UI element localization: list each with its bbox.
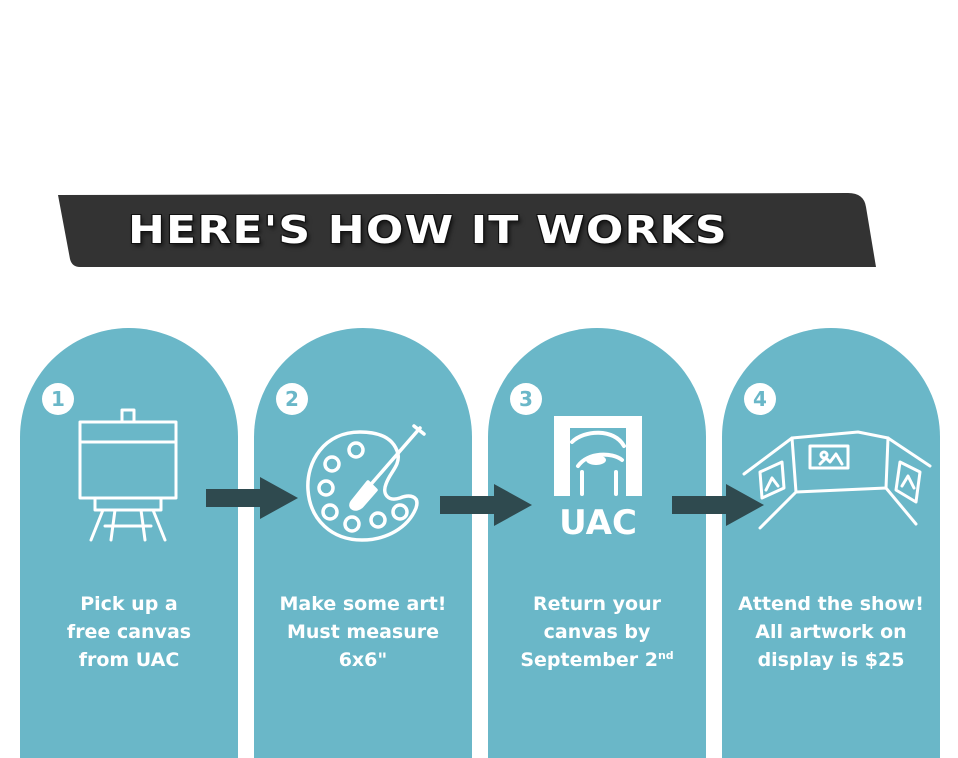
step-caption-1: Pick up a free canvas from UAC (20, 590, 238, 674)
arrow-right-icon (206, 477, 298, 519)
easel-canvas-icon (78, 408, 178, 542)
uac-logo-text: UAC (559, 503, 637, 538)
caption-line: Attend the show! (738, 593, 924, 615)
caption-line: Must measure (286, 621, 440, 643)
caption-line: Pick up a (80, 593, 178, 615)
ordinal-suffix: nd (657, 649, 674, 662)
caption-line: free canvas (66, 621, 192, 643)
caption-line: Return your (533, 593, 661, 615)
banner-title: HERE'S HOW IT WORKS (128, 208, 728, 252)
caption-date: September 2 (520, 649, 658, 671)
caption-line: canvas by (543, 621, 651, 643)
step-number-3: 3 (510, 383, 542, 415)
header-banner: HERE'S HOW IT WORKS (58, 193, 876, 267)
step-card-3: 3 UAC Return your canvas by September 2n… (488, 328, 706, 758)
step-caption-3: Return your canvas by September 2nd (488, 590, 706, 674)
caption-line: All artwork on (755, 621, 907, 643)
banner-background (58, 193, 876, 267)
step-card-2: 2 Make some art! Must measure 6x6" (254, 328, 472, 758)
step-card-4: 4 Attend the show! All artwork on displa… (722, 328, 940, 758)
arrow-right-icon (672, 484, 764, 526)
step-number-2: 2 (276, 383, 308, 415)
step-caption-2: Make some art! Must measure 6x6" (254, 590, 472, 674)
caption-line: Make some art! (279, 593, 447, 615)
caption-line: from UAC (78, 649, 180, 671)
step-caption-4: Attend the show! All artwork on display … (722, 590, 940, 674)
caption-line: September 2nd (488, 646, 706, 674)
paint-palette-icon (306, 424, 426, 542)
art-gallery-icon (742, 430, 932, 530)
caption-line: display is $25 (757, 649, 905, 671)
uac-logo: UAC (554, 416, 642, 538)
caption-line: 6x6" (338, 649, 388, 671)
step-card-1: 1 Pick up a free canvas from UAC (20, 328, 238, 758)
step-number-1: 1 (42, 383, 74, 415)
arrow-right-icon (440, 484, 532, 526)
step-number-4: 4 (744, 383, 776, 415)
